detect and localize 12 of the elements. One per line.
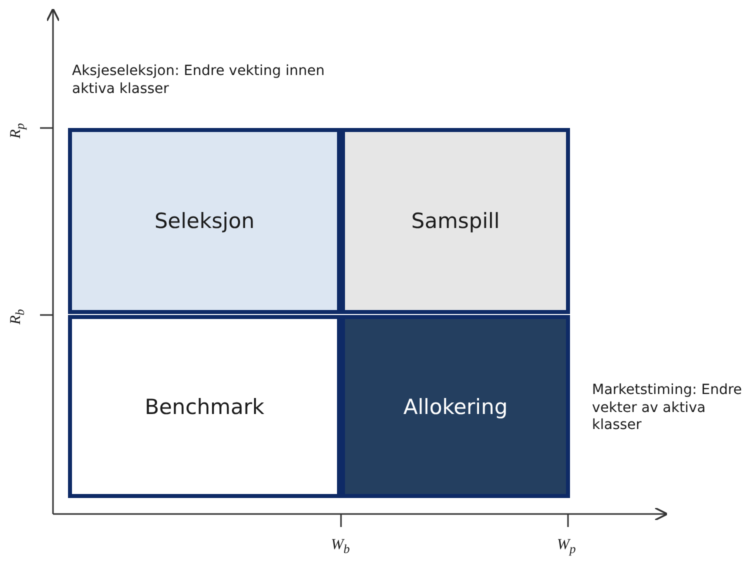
- note-text: Marketstiming: Endre vekter av aktiva klasser: [592, 382, 742, 434]
- quadrant-box: [341, 315, 570, 498]
- quadrant-label: Benchmark: [144, 394, 264, 418]
- note-text: Aksjeseleksjon: Endre vekting innen aktiva klasser: [72, 63, 326, 98]
- axis-label: W$_{p}$: [557, 536, 576, 558]
- quadrant-box: [68, 128, 341, 314]
- quadrant-box: [68, 315, 341, 498]
- quadrant-label: Allokering: [403, 394, 508, 418]
- quadrant-label: Seleksjon: [154, 209, 255, 233]
- axis-label: W$_{b}$: [331, 536, 350, 558]
- quadrant-label: Samspill: [411, 209, 500, 233]
- quadrant-box: [341, 128, 570, 314]
